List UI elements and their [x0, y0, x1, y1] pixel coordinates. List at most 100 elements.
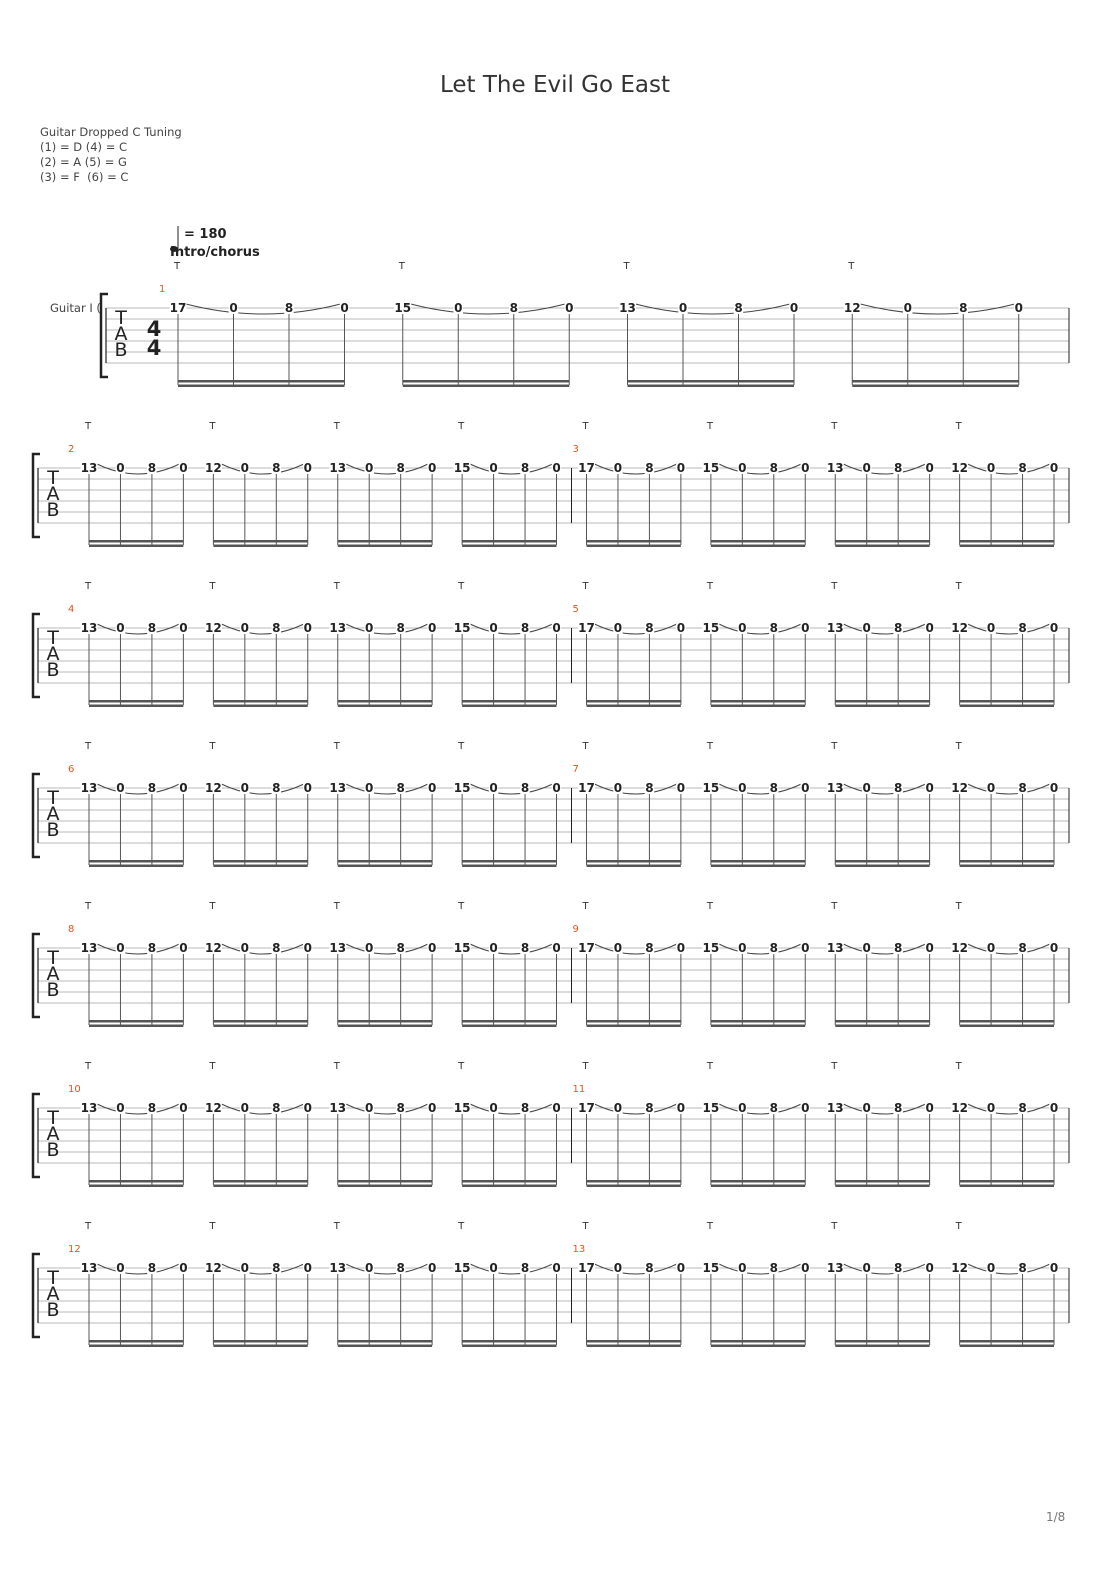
fret-knockout	[364, 942, 374, 954]
slur-arc	[594, 463, 678, 475]
measure-number: 12	[68, 1244, 81, 1255]
tap-mark: T	[955, 901, 963, 912]
fret-knockout	[303, 1102, 313, 1114]
fret-number: 0	[987, 1101, 995, 1115]
fret-number: 0	[241, 941, 249, 955]
fret-knockout	[826, 1262, 844, 1274]
fret-number: 15	[703, 461, 720, 475]
slur-arc	[967, 943, 1051, 955]
tap-mark: T	[830, 741, 838, 752]
fret-number: 0	[801, 1261, 809, 1275]
note-beam	[462, 1180, 557, 1183]
fret-number: 0	[925, 621, 933, 635]
fret-number: 0	[552, 1261, 560, 1275]
fret-number: 0	[614, 781, 622, 795]
fret-knockout	[613, 462, 623, 474]
note-beam	[337, 1020, 433, 1023]
note-beam	[213, 704, 308, 707]
note-beam	[462, 704, 557, 707]
note-beam	[959, 860, 1054, 863]
fret-number: 0	[365, 461, 373, 475]
tap-mark: T	[955, 1061, 963, 1072]
tap-mark: T	[830, 1221, 838, 1232]
slur-arc	[345, 1103, 429, 1115]
fret-knockout	[520, 1262, 530, 1274]
fret-number: 13	[81, 461, 98, 475]
tap-mark: T	[84, 1221, 92, 1232]
fret-knockout	[551, 622, 562, 634]
fret-knockout	[644, 782, 655, 794]
tap-mark: T	[706, 421, 714, 432]
fret-number: 8	[148, 1101, 156, 1115]
tap-mark: T	[208, 1221, 216, 1232]
fret-knockout	[826, 942, 844, 954]
tap-mark: T	[333, 901, 341, 912]
fret-number: 8	[148, 461, 156, 475]
fret-number: 13	[329, 941, 346, 955]
fret-knockout	[644, 1262, 655, 1274]
fret-number: 13	[619, 301, 636, 315]
fret-number: 13	[81, 1101, 98, 1115]
note-beam	[710, 864, 806, 867]
fret-knockout	[147, 462, 157, 474]
fret-knockout	[861, 942, 872, 954]
fret-knockout	[903, 302, 913, 314]
fret-knockout	[1017, 1102, 1028, 1114]
note-beam	[586, 544, 681, 547]
fret-number: 15	[454, 781, 471, 795]
tap-mark: T	[333, 741, 341, 752]
fret-number: 13	[329, 621, 346, 635]
fret-knockout	[228, 302, 239, 314]
fret-number: 0	[428, 941, 436, 955]
fret-number: 8	[645, 1101, 653, 1115]
fret-number: 15	[703, 1101, 720, 1115]
fret-number: 0	[801, 1101, 809, 1115]
fret-number: 0	[614, 1101, 622, 1115]
fret-knockout	[986, 1262, 996, 1274]
fret-knockout	[1017, 462, 1028, 474]
fret-number: 8	[510, 301, 518, 315]
fret-number: 8	[396, 1101, 404, 1115]
note-beam	[627, 384, 794, 387]
note-beam	[710, 1344, 806, 1347]
tap-mark: T	[830, 901, 838, 912]
fret-number: 0	[1050, 781, 1058, 795]
fret-knockout	[737, 462, 748, 474]
slur-arc	[469, 943, 553, 955]
tap-mark: T	[84, 901, 92, 912]
fret-knockout	[240, 462, 250, 474]
fret-knockout	[924, 622, 935, 634]
fret-knockout	[520, 782, 530, 794]
fret-knockout	[453, 622, 471, 634]
fret-number: 15	[454, 1261, 471, 1275]
fret-knockout	[861, 622, 872, 634]
note-beam	[710, 1184, 806, 1187]
fret-knockout	[427, 1262, 437, 1274]
fret-knockout	[271, 1102, 282, 1114]
fret-number: 0	[677, 621, 685, 635]
fret-knockout	[271, 942, 282, 954]
fret-number: 0	[801, 461, 809, 475]
measure-number: 8	[68, 924, 74, 935]
fret-number: 8	[1018, 781, 1026, 795]
fret-knockout	[578, 1262, 595, 1274]
fret-number: 8	[959, 301, 967, 315]
slur-arc	[345, 623, 429, 635]
fret-number: 8	[272, 1101, 280, 1115]
tap-mark: T	[208, 421, 216, 432]
time-signature-bottom: 4	[147, 336, 162, 360]
slur-arc	[469, 1103, 553, 1115]
note-beam	[835, 1020, 930, 1023]
slur-arc	[96, 463, 180, 475]
fret-number: 8	[894, 1101, 902, 1115]
slur-arc	[345, 783, 429, 795]
fret-knockout	[240, 1102, 250, 1114]
note-beam	[462, 540, 557, 543]
fret-knockout	[800, 1262, 810, 1274]
fret-knockout	[453, 782, 471, 794]
fret-knockout	[178, 462, 189, 474]
fret-number: 0	[304, 1101, 312, 1115]
tap-mark: T	[582, 581, 590, 592]
fret-number: 8	[148, 1261, 156, 1275]
